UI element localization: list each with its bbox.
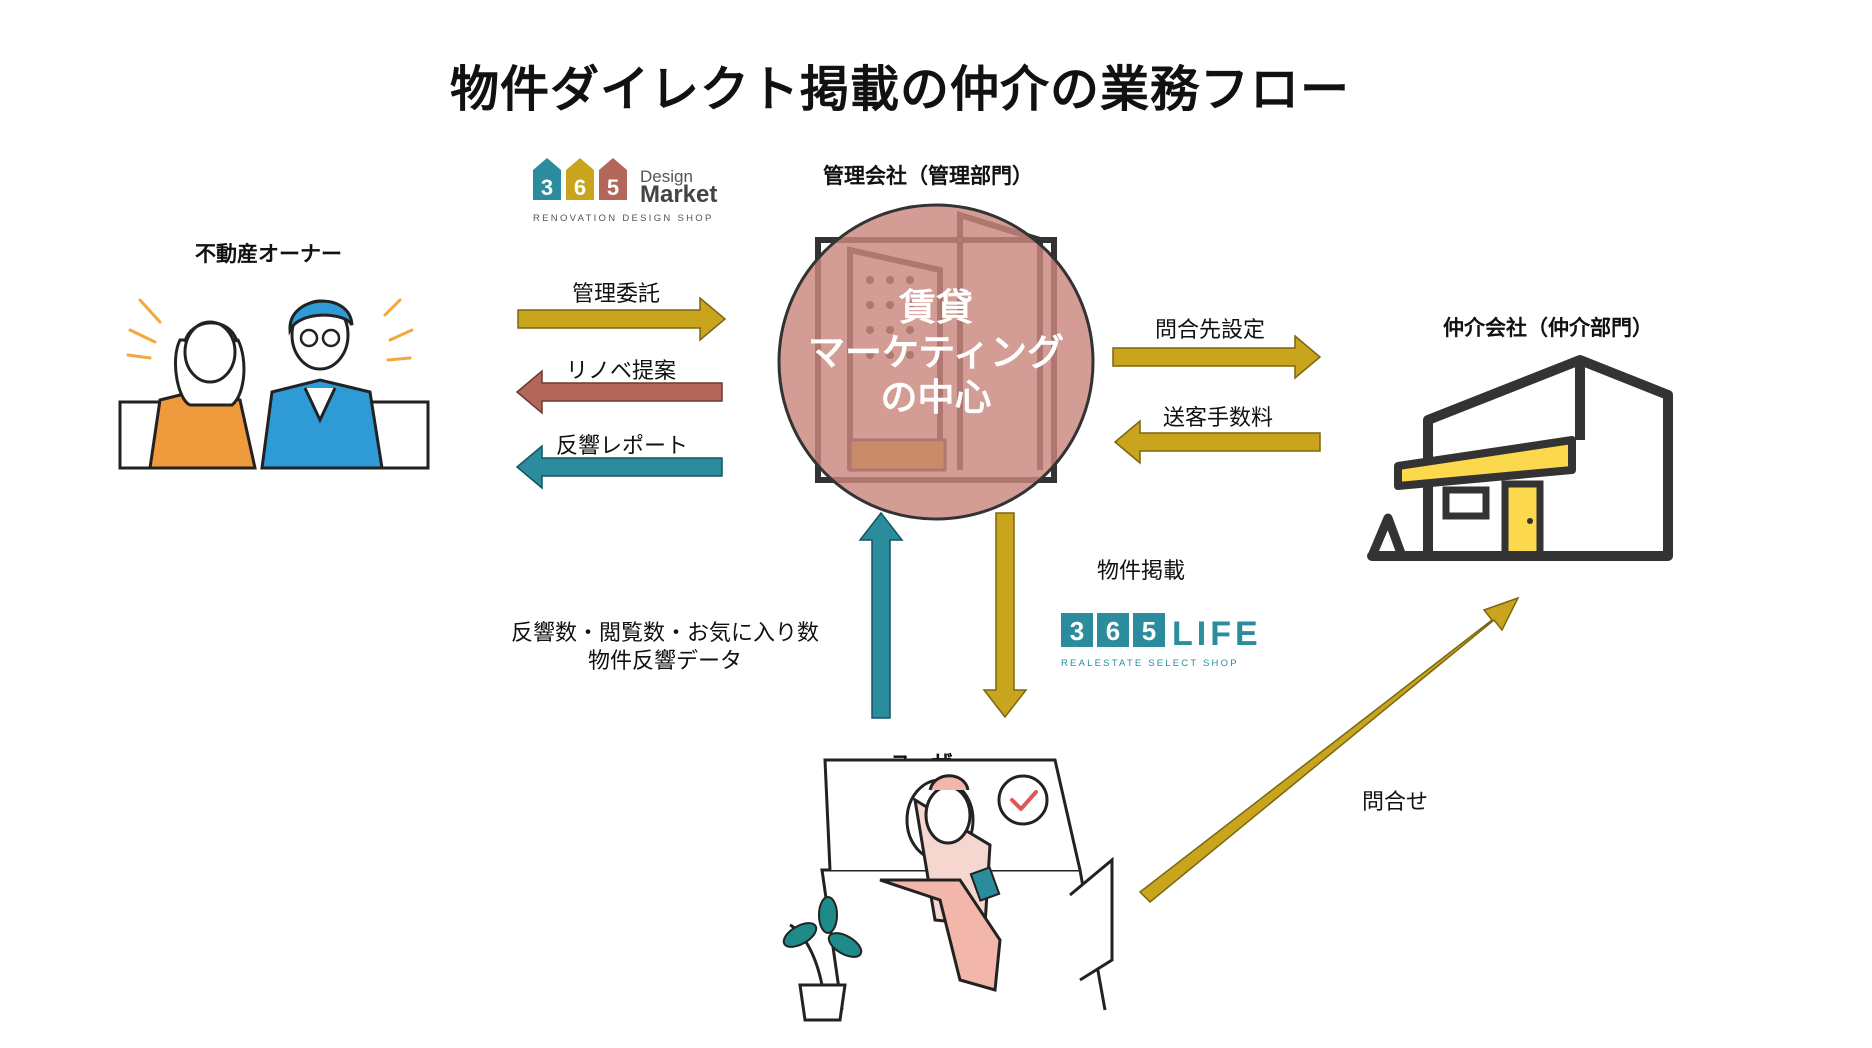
- data-feedback-line1: 反響数・閲覧数・お気に入り数: [510, 621, 819, 646]
- life-digit-5: 5: [1142, 616, 1156, 646]
- dm-digit-5: 5: [607, 175, 619, 200]
- arrow-inquiry: [1138, 596, 1520, 904]
- arrow-listing-down: [982, 512, 1028, 719]
- data-feedback-label: 反響数・閲覧数・お気に入り数 物件反響データ: [480, 620, 850, 676]
- arrow-renovation: [515, 369, 723, 415]
- owner-label: 不動産オーナー: [195, 242, 342, 266]
- dm-word-market: Market: [640, 181, 717, 208]
- arrow-feedback-report: [515, 444, 723, 490]
- referral-fee-label: 送客手数料: [1163, 406, 1274, 431]
- dm-digit-3: 3: [541, 175, 553, 200]
- life-digit-3: 3: [1070, 616, 1084, 646]
- design-market-logo: 3 6 5 Design Market RENOVATION DESIGN SH…: [533, 158, 717, 224]
- owner-illustration: [118, 298, 430, 470]
- marketing-center-circle: [777, 203, 1095, 521]
- center-line2: マーケティング: [808, 332, 1064, 373]
- dm-tagline: RENOVATION DESIGN SHOP: [533, 213, 714, 224]
- management-label: 管理会社（管理部門）: [823, 164, 1033, 188]
- inquiry-setting-label: 問合先設定: [1155, 318, 1266, 343]
- arrow-referral-fee: [1113, 419, 1321, 465]
- life-digit-6: 6: [1106, 616, 1120, 646]
- center-line1: 賃貸: [898, 287, 973, 328]
- life-logo: 3 6 5 LIFE REALESTATE SELECT SHOP: [1061, 613, 1262, 669]
- user-illustration: [782, 758, 1114, 1022]
- life-word: LIFE: [1172, 615, 1262, 653]
- renovation-label: リノベ提案: [566, 359, 677, 384]
- inquiry-label: 問合せ: [1362, 790, 1429, 815]
- arrow-inquiry-setting: [1112, 334, 1322, 380]
- center-line3: の中心: [881, 377, 992, 418]
- broker-label: 仲介会社（仲介部門）: [1443, 316, 1653, 340]
- dm-digit-6: 6: [574, 175, 586, 200]
- feedback-report-label: 反響レポート: [556, 434, 689, 459]
- arrow-data-up: [858, 511, 904, 719]
- dm-word-design: Design: [640, 167, 693, 186]
- page-title: 物件ダイレクト掲載の仲介の業務フロー: [449, 61, 1350, 118]
- data-feedback-line2: 物件反響データ: [587, 649, 742, 674]
- listing-label: 物件掲載: [1097, 559, 1186, 584]
- kanri-itaku-label: 管理委託: [572, 282, 661, 307]
- broker-house-icon: [1367, 355, 1673, 561]
- arrow-kanri-itaku: [517, 296, 727, 342]
- life-tagline: REALESTATE SELECT SHOP: [1061, 658, 1239, 669]
